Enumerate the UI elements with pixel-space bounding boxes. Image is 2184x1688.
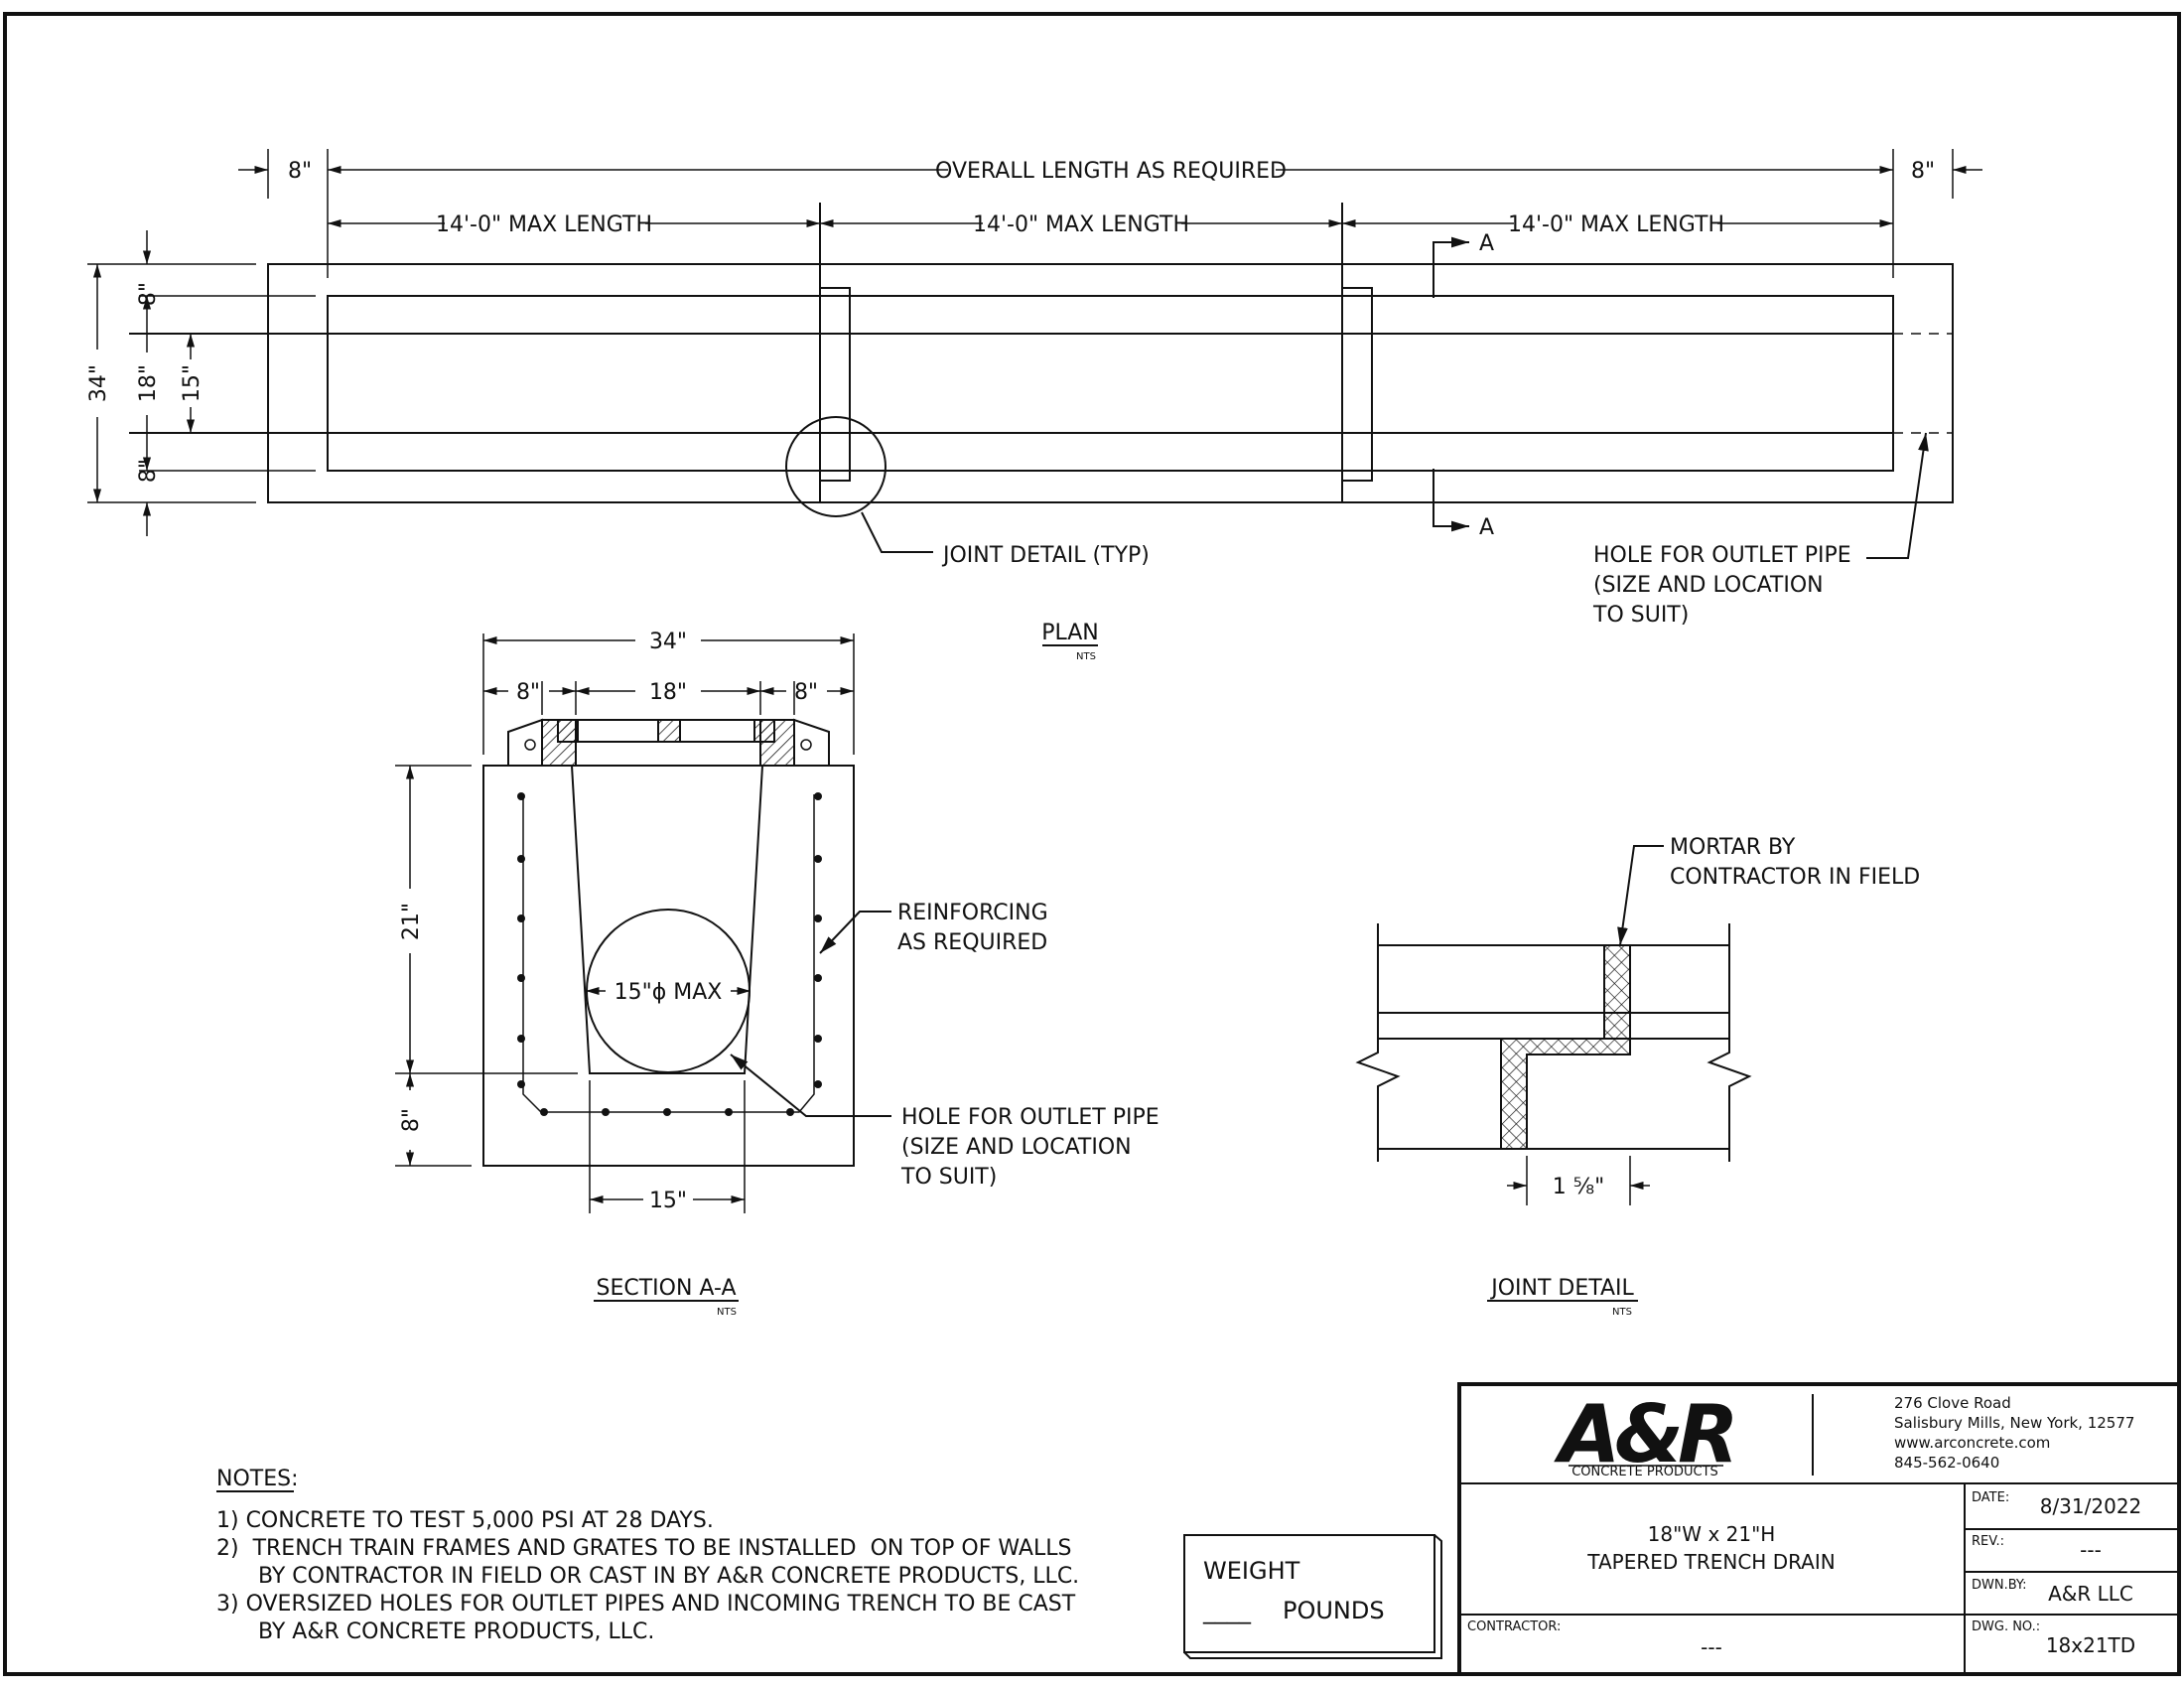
dim-wall-bottom: 8"	[136, 459, 161, 483]
mortar-callout-1: MORTAR BY	[1670, 835, 1796, 860]
dim-channel: 15"	[180, 364, 205, 402]
section-dim-height: 21"	[399, 903, 424, 940]
section-dim-width: 34"	[649, 630, 687, 654]
note-line: 3) OVERSIZED HOLES FOR OUTLET PIPES AND …	[216, 1592, 1076, 1617]
dwnby-value: A&R LLC	[2048, 1582, 2133, 1606]
mortar-joint	[1500, 944, 1631, 1150]
weight-unit: POUNDS	[1283, 1597, 1385, 1624]
note-line: BY A&R CONCRETE PRODUCTS, LLC.	[216, 1619, 654, 1644]
note-line: 2) TRENCH TRAIN FRAMES AND GRATES TO BE …	[216, 1536, 1071, 1561]
date-label: DATE:	[1972, 1490, 2009, 1505]
section-dim-middle: 18"	[649, 680, 687, 705]
weight-box: WEIGHT ____ POUNDS	[1183, 1534, 1442, 1659]
address-line-2: Salisbury Mills, New York, 12577	[1894, 1414, 2134, 1432]
plan-hole-callout-3: TO SUIT)	[1592, 603, 1689, 628]
plan-scale: NTS	[1076, 651, 1096, 662]
joint-title: JOINT DETAIL	[1489, 1276, 1634, 1301]
section-hole-callout-3: TO SUIT)	[900, 1165, 997, 1190]
dwgno-value: 18x21TD	[2046, 1633, 2135, 1657]
section-title: SECTION A-A	[597, 1276, 737, 1301]
section-marker-top: A	[1479, 231, 1494, 256]
section-dim-right: 8"	[794, 680, 818, 705]
contractor-value: ---	[1701, 1635, 1722, 1659]
section-channel	[571, 765, 763, 1074]
dim-end-right: 8"	[1911, 159, 1935, 184]
dim-total-width: 34"	[86, 364, 111, 402]
dim-seg-3: 14'-0" MAX LENGTH	[1508, 212, 1724, 237]
notes-heading: NOTES:	[216, 1467, 299, 1491]
dwgno-label: DWG. NO.:	[1972, 1619, 2040, 1634]
reinforcing-dots	[517, 792, 822, 1116]
section-scale: NTS	[717, 1307, 737, 1318]
plan-view: JOINT DETAIL (TYP) A A HOLE FOR OUTLET P…	[86, 149, 1982, 662]
joint-detail-circle	[785, 416, 887, 517]
section-marker-bottom: A	[1479, 515, 1494, 540]
plan-hole-callout-2: (SIZE AND LOCATION	[1593, 573, 1824, 598]
dim-overall: OVERALL LENGTH AS REQUIRED	[935, 159, 1287, 184]
plan-hole-callout-1: HOLE FOR OUTLET PIPE	[1593, 543, 1851, 568]
mortar-callout-2: CONTRACTOR IN FIELD	[1670, 865, 1920, 890]
pipe-label: 15"ϕ MAX	[614, 980, 723, 1005]
dim-end-left: 8"	[288, 159, 312, 184]
rev-label: REV.:	[1972, 1534, 2004, 1549]
plan-inner-channel	[327, 295, 1894, 472]
note-line: BY CONTRACTOR IN FIELD OR CAST IN BY A&R…	[216, 1564, 1079, 1589]
dim-seg-1: 14'-0" MAX LENGTH	[436, 212, 652, 237]
contractor-label: CONTRACTOR:	[1467, 1619, 1561, 1634]
product-size: 18"W x 21"H	[1648, 1522, 1776, 1546]
reinforcing-bar	[522, 794, 815, 1113]
joint-gap-dim: 1 ⅝"	[1553, 1175, 1604, 1199]
section-dim-bottom: 15"	[649, 1189, 687, 1213]
address-line-1: 276 Clove Road	[1894, 1394, 2011, 1412]
reinforcing-callout-1: REINFORCING	[897, 901, 1048, 925]
joint-scale: NTS	[1612, 1307, 1632, 1318]
plan-title: PLAN	[1041, 621, 1099, 645]
joint-1	[819, 287, 851, 482]
sheet-border	[3, 12, 2181, 1676]
section-hole-callout-2: (SIZE AND LOCATION	[901, 1135, 1132, 1160]
section-dim-left: 8"	[516, 680, 540, 705]
section-body	[482, 765, 855, 1167]
section-hole-callout-1: HOLE FOR OUTLET PIPE	[901, 1105, 1160, 1130]
section-dim-base: 8"	[399, 1108, 424, 1132]
dim-wall-top: 8"	[136, 282, 161, 306]
dwnby-label: DWN.BY:	[1972, 1578, 2027, 1593]
phone: 845-562-0640	[1894, 1454, 1999, 1472]
rev-value: ---	[2080, 1538, 2102, 1562]
product-name: TAPERED TRENCH DRAIN	[1586, 1550, 1835, 1574]
joint-detail-view: MORTAR BY CONTRACTOR IN FIELD 1 ⅝" JOINT…	[1355, 835, 1920, 1318]
joint-callout: JOINT DETAIL (TYP)	[941, 543, 1150, 568]
notes: NOTES: 1) CONCRETE TO TEST 5,000 PSI AT …	[216, 1467, 1079, 1644]
section-view: 15"ϕ MAX REINFORCING AS REQUIRED HOLE FO…	[395, 630, 1160, 1318]
website: www.arconcrete.com	[1894, 1434, 2050, 1452]
weight-blank: ____	[1202, 1597, 1252, 1624]
joint-2	[1341, 287, 1373, 482]
dim-seg-2: 14'-0" MAX LENGTH	[973, 212, 1189, 237]
note-line: 1) CONCRETE TO TEST 5,000 PSI AT 28 DAYS…	[216, 1508, 714, 1533]
plan-outer-outline	[267, 263, 1954, 503]
title-block: A&R CONCRETE PRODUCTS 276 Clove Road Sal…	[1457, 1382, 2181, 1676]
reinforcing-callout-2: AS REQUIRED	[897, 930, 1047, 955]
date-value: 8/31/2022	[2040, 1494, 2142, 1518]
dim-inner: 18"	[136, 364, 161, 402]
company-logo-subtitle: CONCRETE PRODUCTS	[1571, 1465, 1718, 1479]
weight-label: WEIGHT	[1203, 1557, 1300, 1585]
